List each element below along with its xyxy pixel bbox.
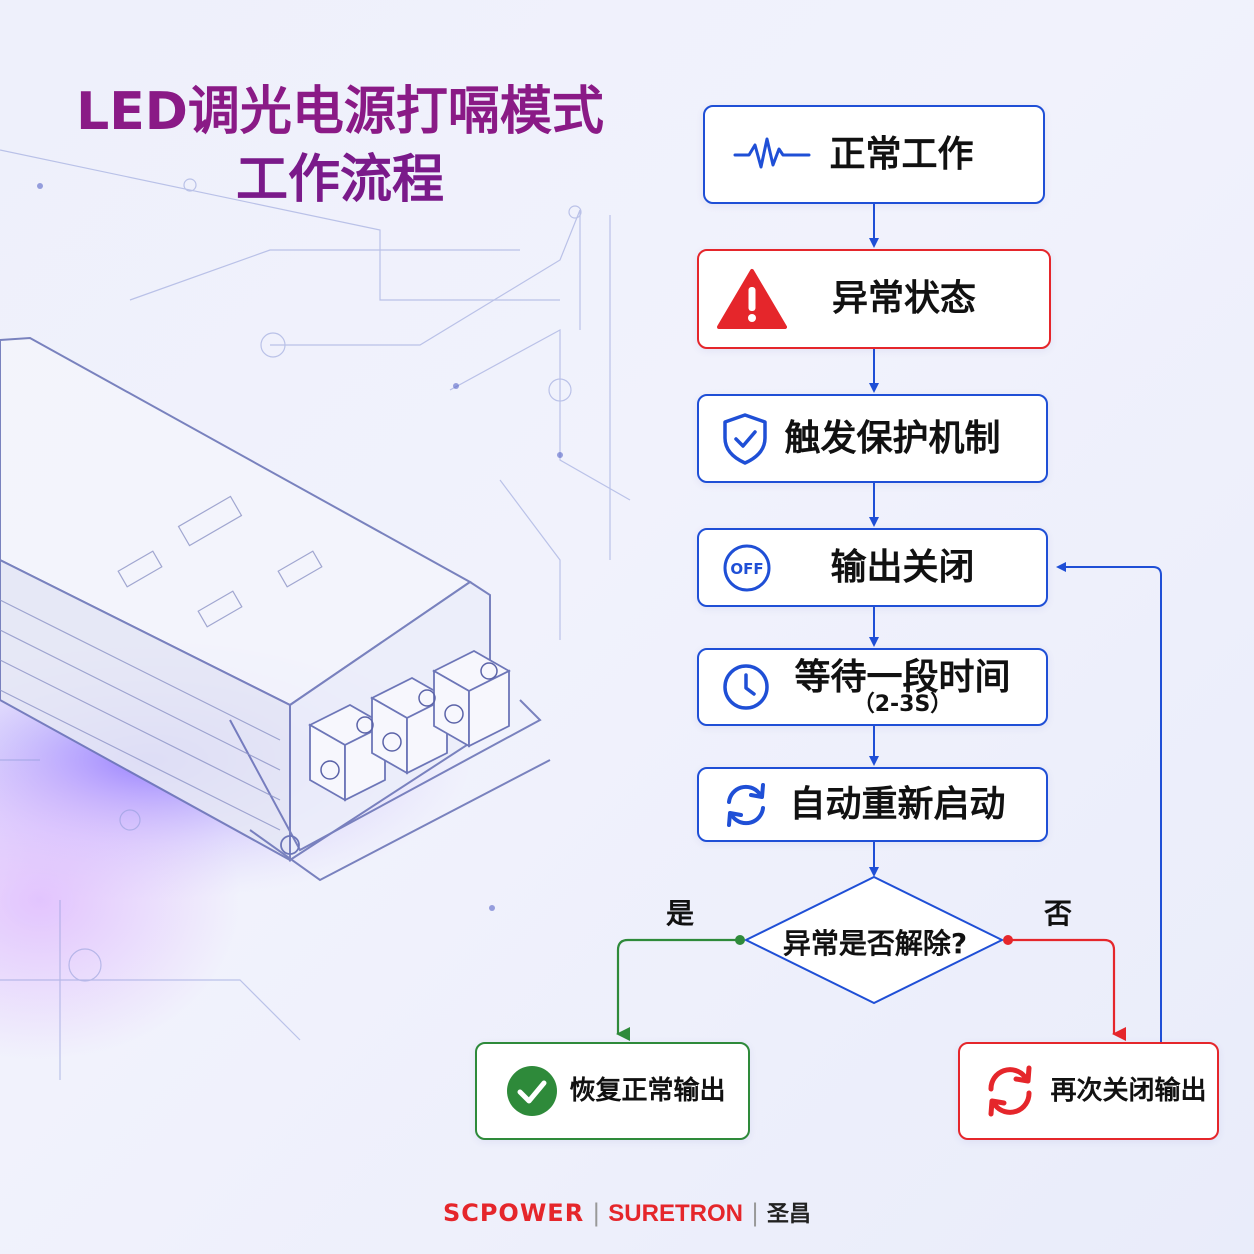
node-abnormal-label: 异常状态 [831,278,976,319]
cycle-icon [982,1063,1038,1119]
arrow-loop-back [1056,562,1162,1042]
node-normal-label: 正常工作 [829,133,974,175]
node-output-off-label: 输出关闭 [830,546,975,588]
node-normal-operation: 正常工作 [703,105,1045,204]
arrow-yes [616,938,740,1041]
title-line-1: LED调光电源打嗝模式 [76,82,604,142]
decision-label: 异常是否解除? [782,927,968,960]
brand-scpower: SCPOWER [442,1199,585,1227]
node-wait: 等待一段时间 （2-3S） [697,648,1048,726]
node-recover-output: 恢复正常输出 [475,1042,750,1140]
node-restart-label: 自动重新启动 [789,783,1006,825]
off-icon: OFF [721,542,773,594]
check-circle-icon [505,1064,559,1118]
node-trigger-protection: 触发保护机制 [697,394,1048,483]
node-wait-label: 等待一段时间 [794,657,1011,698]
node-recover-label: 恢复正常输出 [569,1076,726,1106]
off-icon-text: OFF [730,560,763,578]
branch-no-label: 否 [1044,897,1073,930]
node-auto-restart: 自动重新启动 [697,767,1048,842]
pulse-icon [733,135,811,175]
node-wait-sub: （2-3S） [852,692,953,717]
node-shut-again-label: 再次关闭输出 [1050,1076,1207,1106]
brand-suretron: SURETRON [608,1200,743,1227]
refresh-icon [721,780,771,830]
title-line-2: 工作流程 [235,150,444,210]
arrow-no [1008,938,1126,1041]
node-protect-label: 触发保护机制 [784,417,1001,459]
branch-yes-label: 是 [666,897,695,930]
warning-icon [717,268,787,330]
node-shut-again: 再次关闭输出 [958,1042,1219,1140]
decision-diamond [743,875,1005,1005]
node-output-off: OFF 输出关闭 [697,528,1048,607]
brand-shengchang: 圣昌 [767,1201,812,1227]
shield-check-icon [721,412,769,466]
page-title: LED调光电源打嗝模式 工作流程 [40,78,640,214]
clock-icon [721,662,771,712]
node-abnormal-state: 异常状态 [697,249,1051,349]
brand-footer: SCPOWER|SURETRON|圣昌 [442,1199,812,1227]
